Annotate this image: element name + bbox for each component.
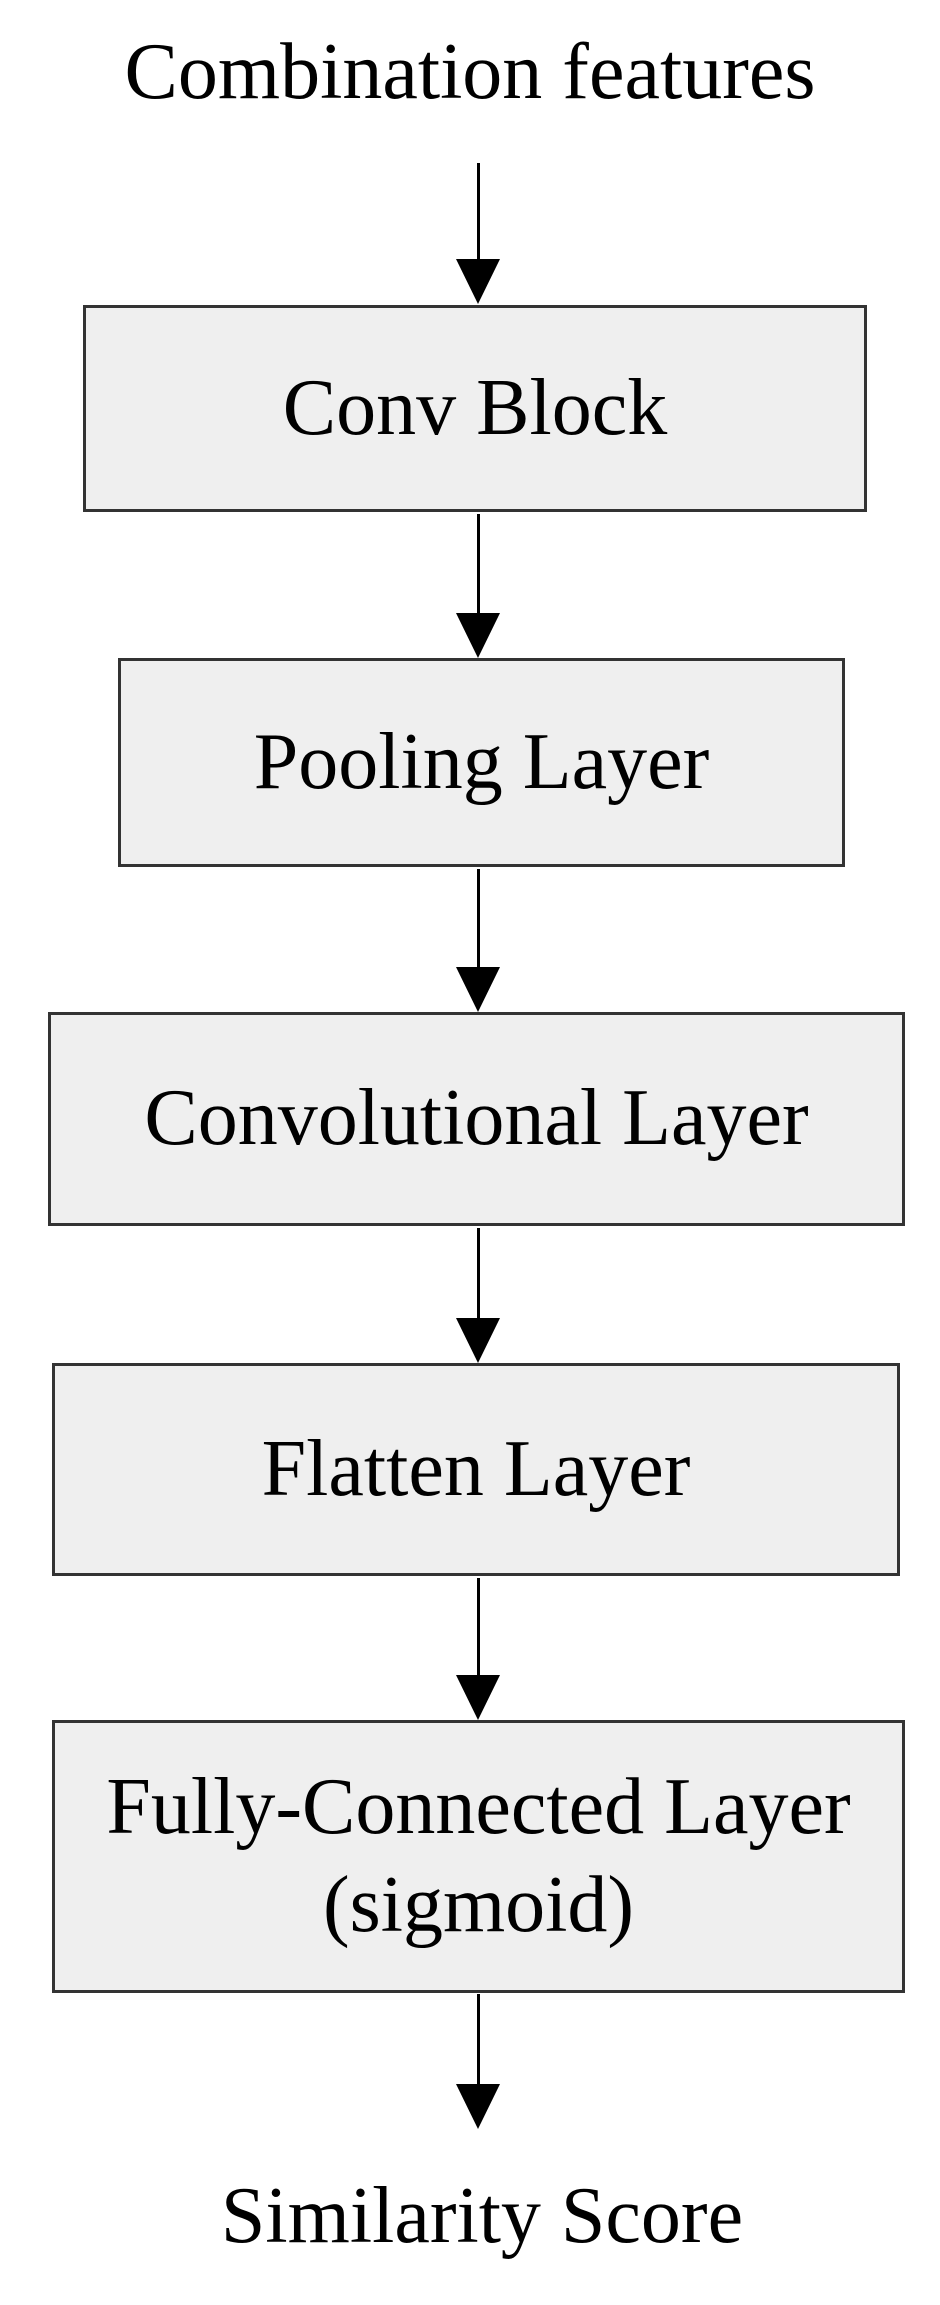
down-arrow-icon bbox=[455, 163, 501, 304]
arrow-head bbox=[456, 613, 500, 658]
node-pooling-layer: Pooling Layer bbox=[118, 658, 845, 867]
node-fully-connected-layer: Fully-Connected Layer (sigmoid) bbox=[52, 1720, 905, 1993]
output-label: Similarity Score bbox=[220, 2172, 744, 2260]
arrow-head bbox=[456, 2084, 500, 2129]
arrow-shaft bbox=[476, 1994, 480, 2086]
input-label: Combination features bbox=[124, 28, 816, 116]
arrow-head bbox=[456, 1318, 500, 1363]
node-conv-block: Conv Block bbox=[83, 305, 867, 512]
arrow-head bbox=[456, 967, 500, 1012]
down-arrow-icon bbox=[455, 1994, 501, 2129]
down-arrow-icon bbox=[455, 869, 501, 1012]
node-label: Pooling Layer bbox=[253, 717, 710, 806]
down-arrow-icon bbox=[455, 1228, 501, 1363]
down-arrow-icon bbox=[455, 514, 501, 658]
node-label: Conv Block bbox=[282, 363, 668, 452]
arrow-shaft bbox=[476, 1228, 480, 1320]
arrow-shaft bbox=[476, 514, 480, 615]
node-label: Fully-Connected Layer (sigmoid) bbox=[106, 1762, 851, 1949]
node-convolutional-layer: Convolutional Layer bbox=[48, 1012, 905, 1226]
node-flatten-layer: Flatten Layer bbox=[52, 1363, 900, 1576]
node-label: Convolutional Layer bbox=[144, 1074, 809, 1163]
down-arrow-icon bbox=[455, 1578, 501, 1720]
arrow-shaft bbox=[476, 1578, 480, 1677]
arrow-shaft bbox=[476, 869, 480, 969]
arrow-head bbox=[456, 1675, 500, 1720]
node-label: Flatten Layer bbox=[261, 1424, 691, 1513]
arrow-shaft bbox=[476, 163, 480, 261]
arrow-head bbox=[456, 259, 500, 304]
